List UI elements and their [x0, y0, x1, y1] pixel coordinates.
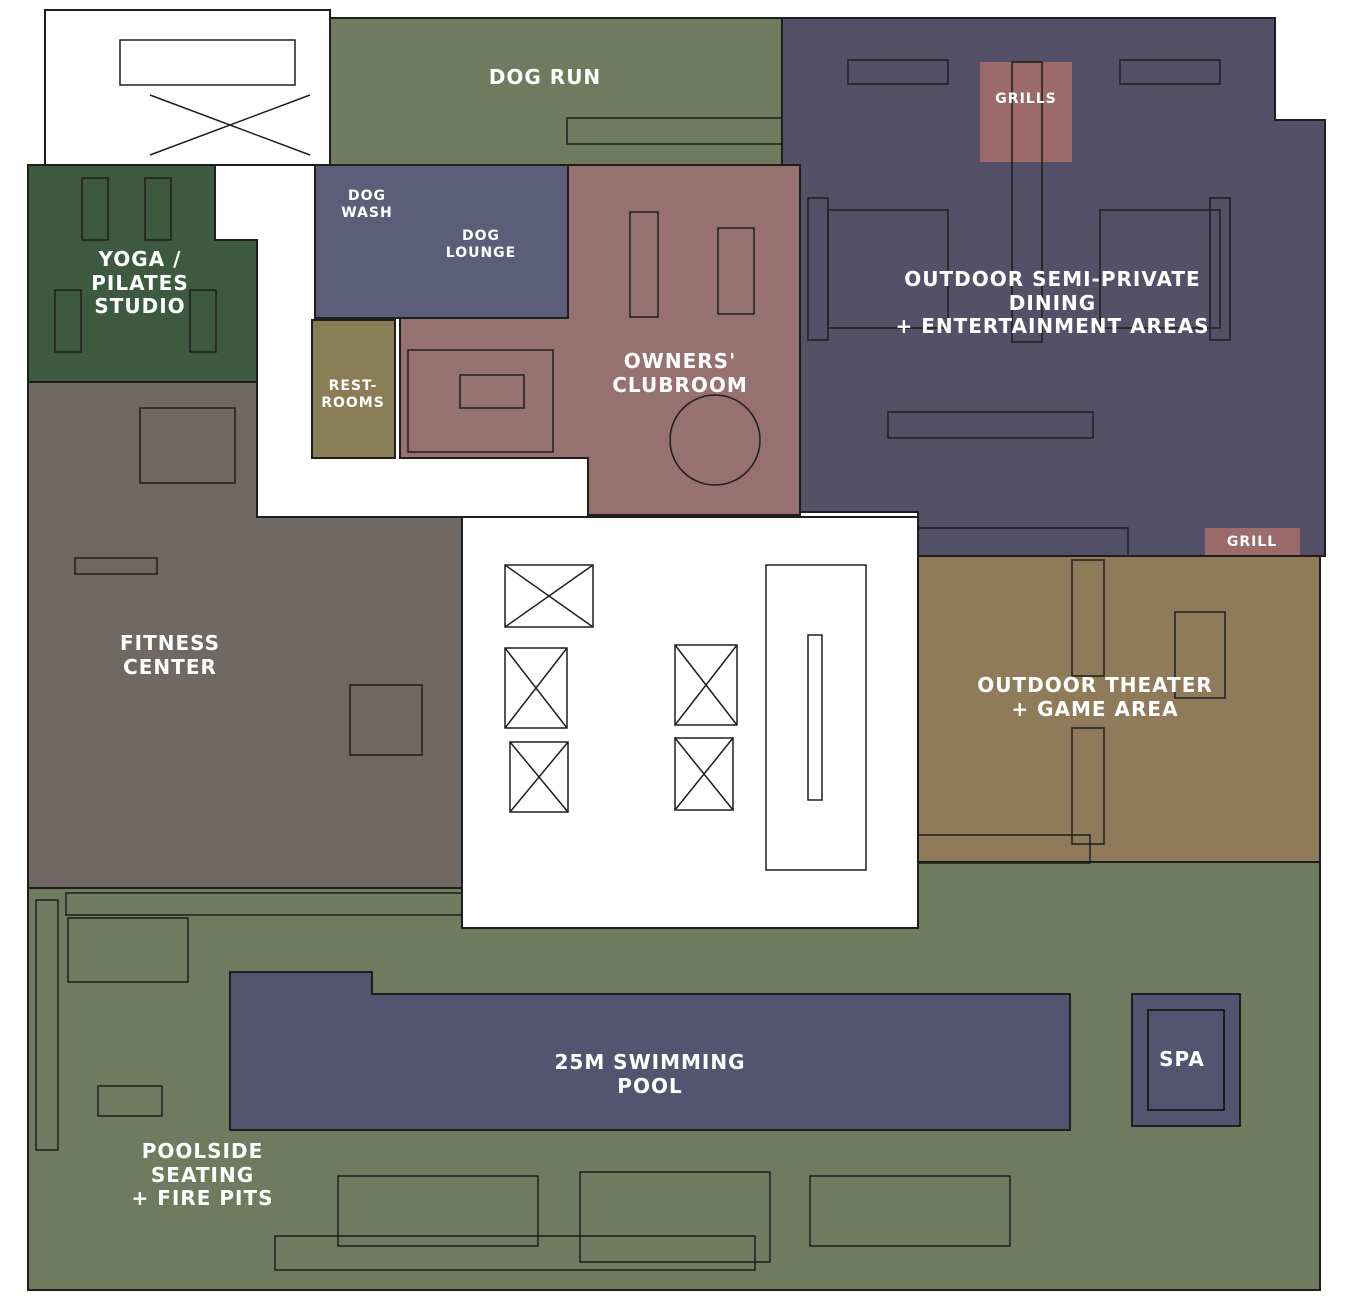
- poolside-table: [97, 1085, 163, 1117]
- planter-dining-left: [807, 197, 829, 341]
- label-theater: OUTDOOR THEATER + GAME AREA: [977, 673, 1213, 721]
- label-swimming-pool: 25M SWIMMING POOL: [554, 1050, 746, 1098]
- elevator-cab-4: [674, 644, 738, 726]
- lounge-sofa: [579, 1171, 771, 1263]
- label-grills: GRILLS: [995, 91, 1057, 107]
- dining-table-1: [847, 59, 949, 85]
- yoga-mat-4: [189, 289, 217, 353]
- spa-inner: [1147, 1009, 1225, 1111]
- dining-table-long: [887, 411, 1094, 439]
- planter-dog-run: [566, 117, 783, 145]
- label-clubroom: OWNERS' CLUBROOM: [612, 349, 748, 397]
- stair-top-flight: [119, 39, 296, 86]
- grills-zone: [980, 62, 1072, 162]
- planter-pool-top: [65, 892, 463, 916]
- yoga-mat-2: [144, 177, 172, 241]
- label-dog-wash: DOG WASH: [341, 188, 393, 221]
- theater-screen-2: [1071, 727, 1105, 845]
- label-fitness-center: FITNESS CENTER: [119, 631, 221, 679]
- kitchen-island: [629, 211, 659, 318]
- planter-dining-right: [1209, 197, 1231, 341]
- fitness-mat-1: [139, 407, 236, 484]
- fitness-center-zone: [27, 381, 463, 889]
- label-yoga-studio: YOGA / PILATES STUDIO: [91, 247, 189, 319]
- label-spa: SPA: [1159, 1047, 1205, 1071]
- cabana-1: [337, 1175, 539, 1247]
- poolside-sofa: [67, 917, 189, 983]
- club-table: [717, 227, 755, 315]
- cabana-2: [809, 1175, 1011, 1247]
- label-dog-lounge: DOG LOUNGE: [445, 228, 517, 261]
- theater-screen: [1071, 559, 1105, 677]
- elevator-core: [461, 516, 919, 929]
- planter-core-right: [917, 527, 1129, 557]
- stair-shaft-top: [44, 9, 331, 166]
- planter-pool-left: [35, 899, 59, 1151]
- planter-pool-bottom: [274, 1235, 756, 1271]
- label-dining: OUTDOOR SEMI-PRIVATE DINING + ENTERTAINM…: [895, 267, 1210, 339]
- yoga-mat-3: [54, 289, 82, 353]
- label-poolside: POOLSIDE SEATING + FIRE PITS: [131, 1139, 274, 1211]
- elevator-cab-2: [504, 647, 568, 729]
- restrooms-zone: [311, 319, 396, 459]
- stairwell: [765, 564, 867, 871]
- fitness-mat-2: [349, 684, 423, 756]
- game-table: [1174, 611, 1226, 699]
- elevator-cab-5: [674, 737, 734, 811]
- club-sofa: [407, 349, 554, 453]
- grill-zone: [1205, 528, 1300, 556]
- label-restrooms: REST- ROOMS: [321, 378, 385, 411]
- elevator-cab-1: [504, 564, 594, 628]
- label-dog-run: DOG RUN: [488, 65, 602, 89]
- planter-theater-bottom: [917, 834, 1091, 864]
- club-round-seat: [669, 394, 761, 486]
- spa: [1131, 993, 1241, 1127]
- grill-bar: [1011, 61, 1043, 343]
- elevator-cab-3: [509, 741, 569, 813]
- fitness-bench: [74, 557, 158, 575]
- swimming-pool: [229, 971, 1071, 1131]
- dining-table-2: [1119, 59, 1221, 85]
- club-coffee-table: [459, 374, 525, 409]
- yoga-mat-1: [81, 177, 109, 241]
- sofa-right: [1099, 209, 1221, 329]
- label-grill: GRILL: [1226, 534, 1278, 550]
- dog-run-zone: [329, 17, 783, 166]
